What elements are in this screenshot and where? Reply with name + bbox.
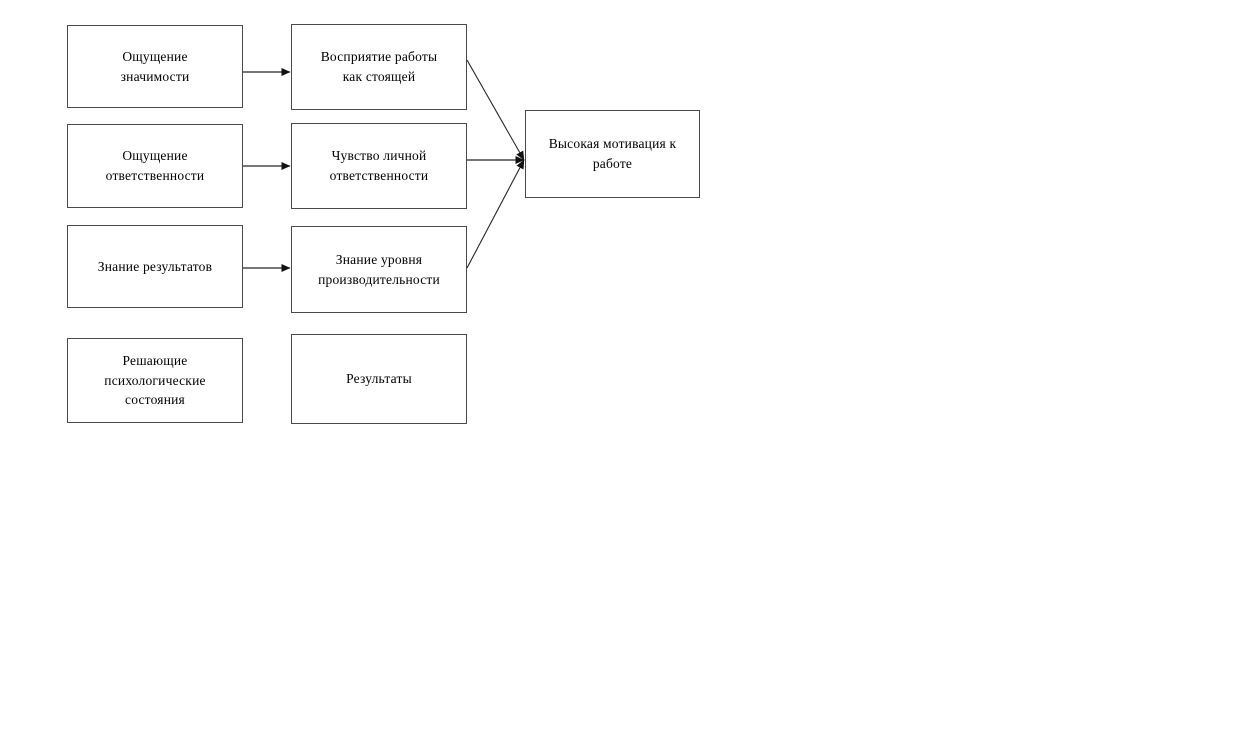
node-high-work-motivation[interactable]: Высокая мотивация к работе — [525, 110, 700, 198]
node-sense-of-responsibility[interactable]: Ощущение ответственности — [67, 124, 243, 208]
node-label: Знание уровня производительности — [318, 251, 440, 287]
node-label: Решающие психологические состояния — [104, 353, 206, 408]
node-label: Чувство личной ответственности — [329, 148, 429, 183]
node-label: Восприятие работы как стоящей — [320, 49, 438, 84]
node-feeling-of-personal-responsibility[interactable]: Чувство личной ответственности — [291, 123, 467, 209]
node-label: Ощущение значимости — [120, 48, 190, 84]
arrow-worthwhile-to-motivation — [466, 59, 525, 161]
node-label: Ощущение ответственности — [105, 148, 205, 183]
node-critical-psychological-states[interactable]: Решающие психологические состояния — [67, 338, 243, 423]
node-knowledge-of-performance-level[interactable]: Знание уровня производительности — [291, 226, 467, 313]
arrow-performance-knowledge-to-motivation — [466, 159, 525, 269]
node-label: Высокая мотивация к работе — [548, 136, 677, 171]
node-sense-of-significance[interactable]: Ощущение значимости — [67, 25, 243, 108]
node-label: Знание результатов — [97, 258, 213, 274]
node-knowledge-of-results[interactable]: Знание результатов — [67, 225, 243, 308]
node-outcomes[interactable]: Результаты — [291, 334, 467, 424]
node-label: Результаты — [346, 371, 412, 387]
node-perception-of-worthwhile-work[interactable]: Восприятие работы как стоящей — [291, 24, 467, 110]
